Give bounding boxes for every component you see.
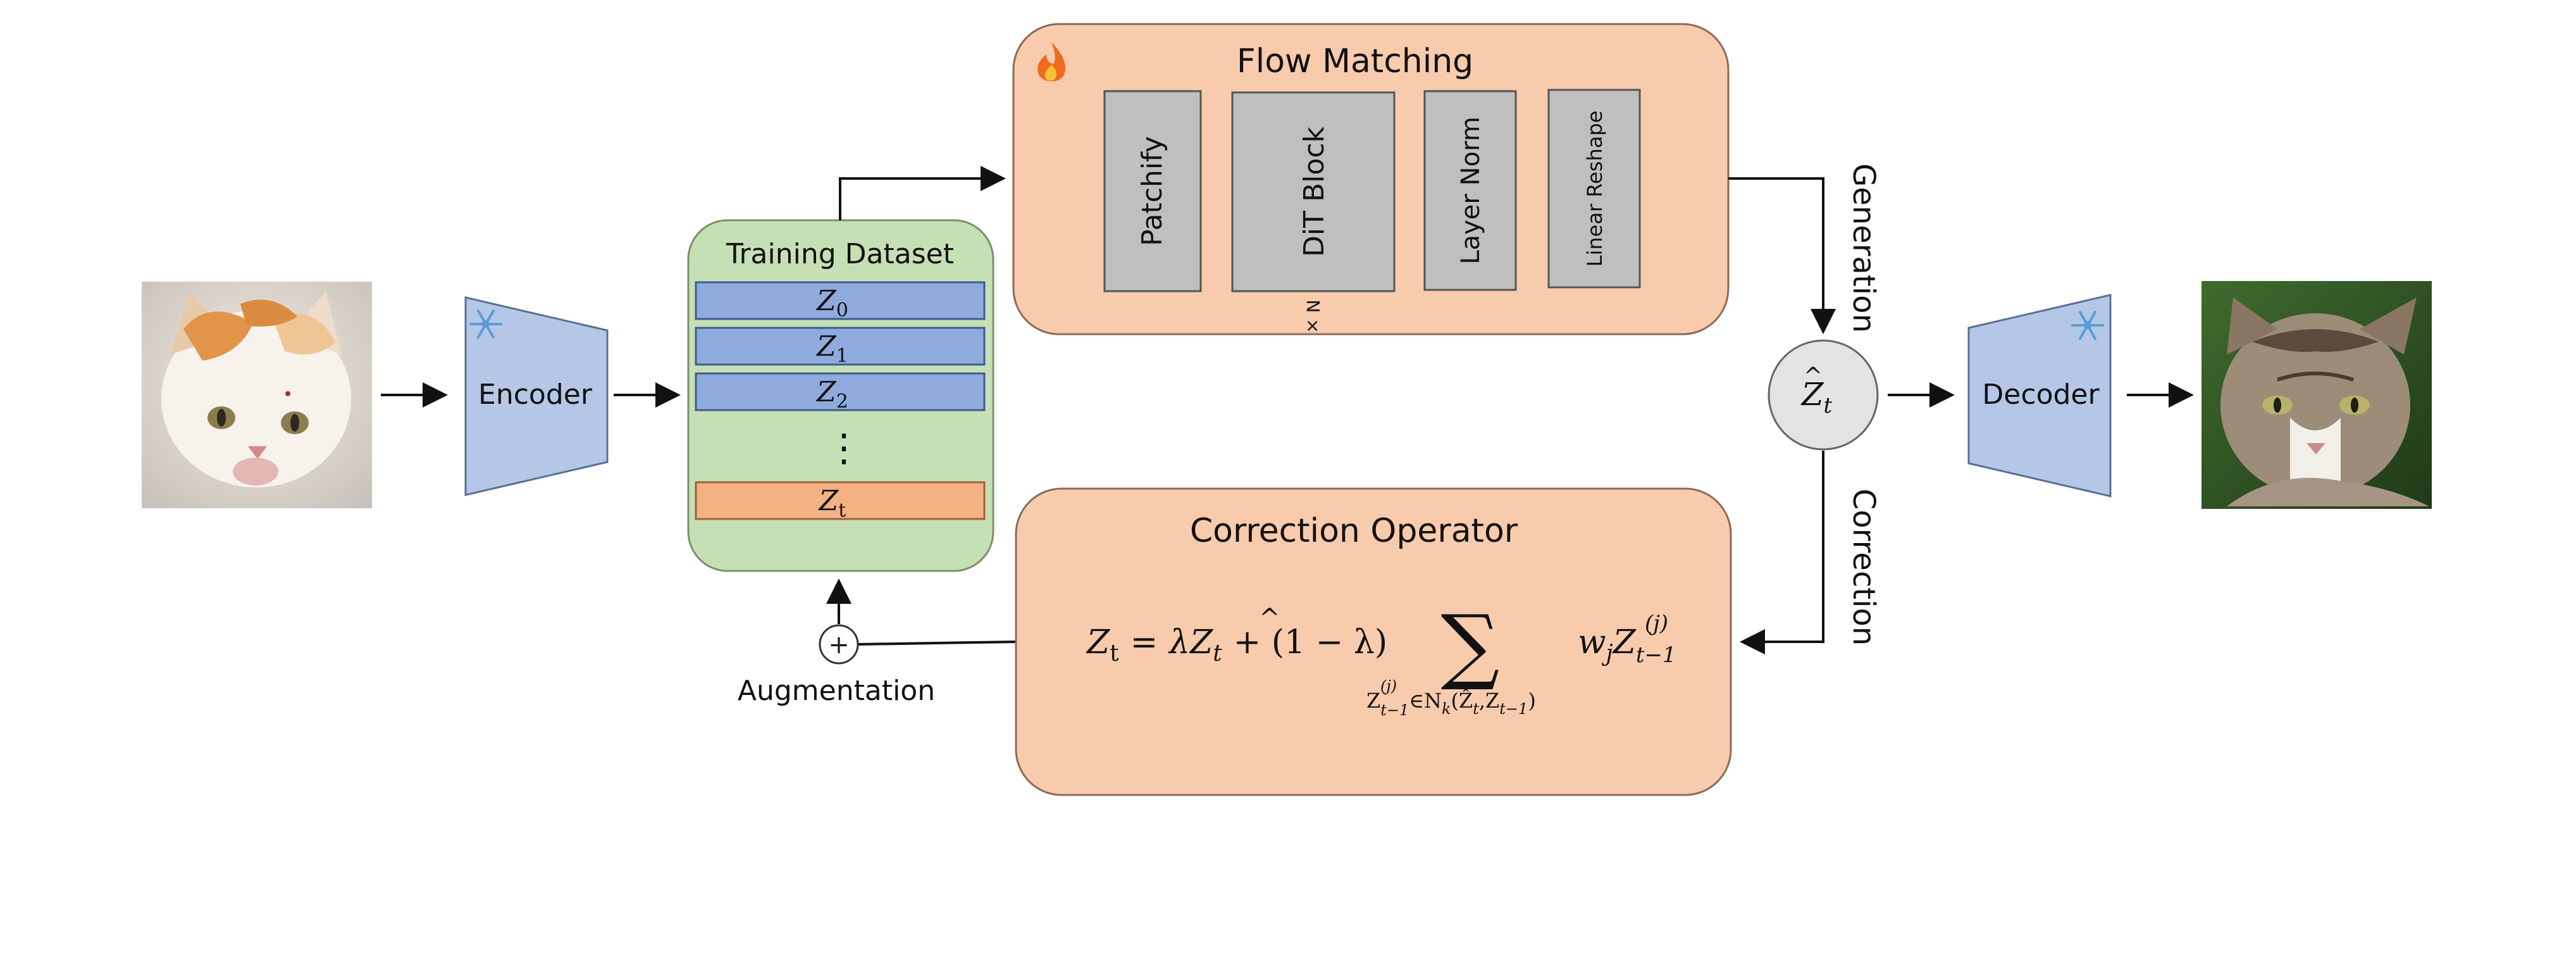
dataset-item-z0: Z0 [695,281,986,322]
encoder: Encoder [464,296,609,496]
svg-text:Layer Norm: Layer Norm [1456,116,1485,264]
svg-text:Zt: Zt [1800,376,1833,418]
input-cat-image [142,282,372,508]
patchify-block: Patchify [1103,90,1202,292]
snowflake-icon [469,310,502,339]
arrow-correction [1740,451,1824,654]
correction-equation: Zt=λZt+ (1 − λ) ^ ∑ Zt−1∈Nk(Ẑt,Zt−1) (j)… [1086,597,1676,719]
hat-accent: ^ [1259,604,1280,633]
snowflake-icon [2071,311,2104,340]
svg-text:Zt: Zt [818,485,846,522]
linear-reshape-block: Linear Reshape [1547,89,1641,289]
layer-norm-block: Layer Norm [1423,90,1517,291]
correction-label: Correction [1846,489,1881,646]
edges [381,166,2194,654]
svg-text:Z1: Z1 [815,330,848,367]
dataset-item-z2: Z2 [695,372,986,413]
svg-text:Z0: Z0 [815,285,848,322]
svg-text:Linear Reshape: Linear Reshape [1583,111,1607,267]
augmentation-label: Augmentation [738,675,935,707]
encoder-label: Encoder [478,378,593,411]
svg-text:Patchify: Patchify [1136,136,1168,246]
sum-symbol: ∑ [1441,597,1500,693]
line-correction-to-plus [856,641,1017,646]
svg-text:wjZt−1: wjZt−1 [1578,623,1676,668]
dataset-ellipsis: ⋮ [825,426,863,470]
dataset-item-zt: Zt [695,481,986,522]
svg-text:Z2: Z2 [815,376,848,413]
flow-matching-module: Flow Matching Patchify DiT Block N × Lay… [1012,23,1730,335]
decoder: Decoder [1967,294,2112,497]
correction-operator-title: Correction Operator [1190,512,1518,550]
dit-block: DiT Block [1231,91,1396,292]
output-cat-image [2201,281,2432,509]
svg-text:DiT Block: DiT Block [1298,127,1330,257]
fire-icon [1037,42,1065,82]
dit-repeat-label: N × [1303,299,1323,333]
svg-text:Zt=λZt+ (1 − λ): Zt=λZt+ (1 − λ) [1086,623,1387,666]
arrow-generation [1728,177,1836,334]
dataset-item-z1: Z1 [695,327,986,367]
svg-text:(j): (j) [1380,677,1397,695]
latent-node: Zt ^ [1768,339,1879,451]
flow-matching-title: Flow Matching [1237,42,1473,80]
training-dataset: Training Dataset Z0 Z1 Z2 ⋮ Zt [687,219,994,572]
correction-operator-module: Correction Operator Zt=λZt+ (1 − λ) ^ ∑ … [1015,487,1732,796]
svg-text:(j): (j) [1645,611,1668,636]
decoder-label: Decoder [1982,378,2100,411]
augmentation-node: + [819,624,859,665]
svg-text:^: ^ [1804,363,1823,389]
svg-text:Zt−1∈Nk(Ẑt,Zt−1): Zt−1∈Nk(Ẑt,Zt−1) [1366,689,1536,719]
plus-symbol: + [828,630,850,660]
training-dataset-title: Training Dataset [726,238,954,270]
arrow-dataset-to-flow [839,166,1006,220]
generation-label: Generation [1846,163,1881,333]
